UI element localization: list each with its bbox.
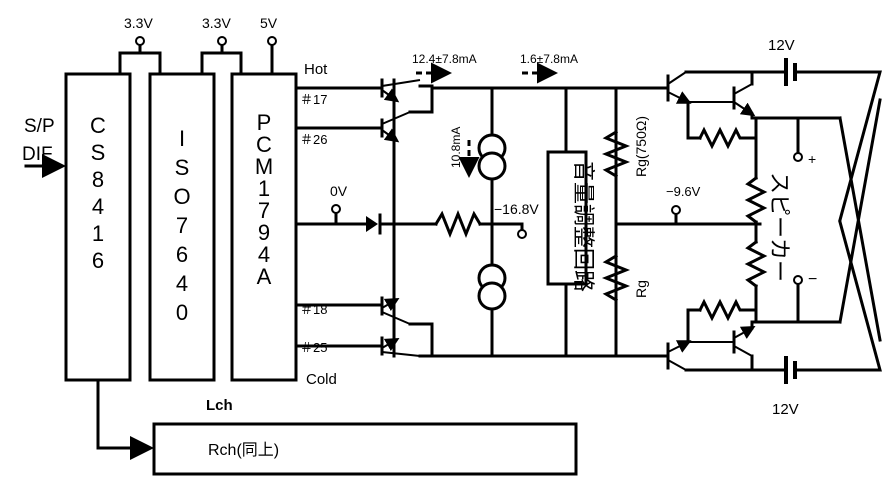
battery-top (778, 58, 882, 222)
label-rg: Rg (633, 280, 649, 298)
resistor-bias (433, 209, 483, 239)
label-rg-750: Rg(750Ω) (633, 116, 649, 177)
label-0v: 0V (330, 183, 348, 199)
transistor-upper-a (380, 78, 421, 103)
speaker-plus-terminal (793, 152, 803, 162)
output-transistor-upper-1 (666, 71, 692, 104)
volume-control-box (546, 150, 588, 286)
terminal-5v (267, 36, 277, 46)
label-speaker: スピーカー (767, 172, 792, 282)
label-3v3-a: 3.3V (124, 15, 153, 31)
label-3v3-b: 3.3V (202, 15, 231, 31)
power-loop-2 (200, 51, 243, 76)
rch-box (152, 422, 578, 476)
output-transistor-upper-2 (688, 83, 756, 117)
transistor-upper-b (380, 111, 411, 143)
resistor-rg-750 (601, 129, 631, 179)
current-source-upper (477, 133, 507, 181)
label-current-hot: 12.4±7.8mA (412, 52, 477, 66)
output-transistor-lower-2 (688, 326, 756, 357)
label-rch: Rch(同上) (208, 441, 279, 459)
label-12v-top: 12V (768, 37, 795, 54)
label-12v-bottom: 12V (772, 401, 799, 418)
terminal-3v3-a (135, 36, 145, 46)
label-pin17: ＃17 (300, 92, 327, 107)
battery-bottom (778, 220, 882, 384)
label-current-source: 10.8mA (449, 127, 463, 168)
input-label-2: DIF (22, 144, 53, 165)
resistor-out-upper (744, 175, 768, 225)
label-neg9v6: −9.6V (666, 184, 701, 199)
label-5v: 5V (260, 15, 278, 31)
current-source-lower (477, 263, 507, 311)
resistor-out-lower (744, 239, 768, 289)
terminal-0v (331, 204, 341, 214)
label-hot: Hot (304, 61, 328, 78)
label-plus: + (808, 151, 816, 167)
label-pin26: ＃26 (300, 132, 327, 147)
label-volume: 音量調整回路 (571, 160, 596, 292)
power-loop-1 (118, 51, 162, 76)
hot-rail (418, 84, 670, 90)
output-transistor-lower-1 (666, 340, 692, 371)
chip-iso7640 (148, 72, 216, 382)
power-cross (838, 98, 882, 342)
transistor-lower-b (380, 336, 421, 357)
chip-cs8416 (64, 72, 132, 382)
chip-pcm1794a (230, 72, 298, 382)
input-label: S/P (24, 116, 55, 137)
resistor-rg (601, 253, 631, 303)
diode (366, 216, 378, 232)
label-minus: − (808, 271, 817, 288)
label-pin18: ＃18 (300, 302, 327, 317)
terminal-3v3-b (217, 36, 227, 46)
terminal-neg16v8 (517, 229, 527, 239)
label-current-mid: 1.6±7.8mA (520, 52, 578, 66)
transistor-lower-a (380, 296, 411, 325)
rch-arrow (96, 378, 154, 460)
label-pin25: ＃25 (300, 340, 327, 355)
label-cold: Cold (306, 371, 337, 388)
speaker-minus-terminal (793, 275, 803, 285)
label-neg16v8: −16.8V (494, 201, 539, 217)
terminal-neg9v6 (671, 205, 681, 215)
label-lch: Lch (206, 397, 233, 414)
